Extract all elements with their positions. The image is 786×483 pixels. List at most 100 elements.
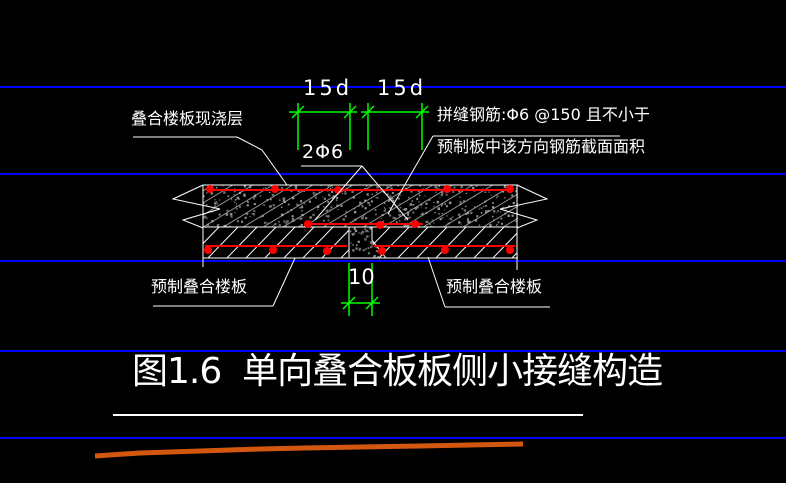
hatch-line [548,225,582,260]
concrete-speckle [497,210,499,212]
concrete-speckle [462,200,465,203]
concrete-speckle [392,216,395,219]
precast-right-label: 预制叠合楼板 [446,277,543,296]
concrete-speckle [364,207,367,210]
concrete-speckle [459,201,462,204]
concrete-speckle [484,210,488,213]
concrete-speckle [368,202,370,205]
concrete-speckle [377,197,379,199]
concrete-speckle [496,197,498,199]
concrete-speckle [422,188,425,190]
concrete-speckle [376,185,379,189]
concrete-speckle [515,220,517,222]
concrete-speckle [264,187,266,189]
concrete-speckle [364,199,367,202]
concrete-speckle [460,223,462,225]
concrete-speckle [301,206,304,209]
concrete-speckle [337,209,339,211]
concrete-speckle [244,216,247,219]
concrete-speckle [457,213,461,216]
concrete-speckle [219,199,221,201]
concrete-speckle [203,202,205,204]
concrete-speckle [445,205,448,208]
concrete-speckle [327,185,330,187]
hatch-line [482,205,518,227]
hatch-line [245,227,277,258]
concrete-speckle [328,209,331,211]
concrete-speckle [387,193,389,196]
concrete-speckle [379,243,382,246]
concrete-speckle [251,212,254,215]
dim-tick [361,105,375,119]
ruled-line-2 [0,173,786,175]
concrete-speckle [336,196,339,199]
concrete-speckle [317,205,320,209]
concrete-speckle [301,210,303,212]
concrete-speckle [371,193,373,195]
concrete-speckle [314,196,317,199]
concrete-speckle [367,252,371,255]
concrete-speckle [344,192,347,195]
concrete-speckle [323,197,326,200]
concrete-speckle [517,195,518,199]
rebar-dot [506,246,514,254]
concrete-speckle [480,212,483,214]
leader-lines [113,135,620,416]
concrete-speckle [517,203,518,206]
concrete-speckle [227,195,230,198]
ruled-line-1 [0,86,786,88]
concrete-speckle [501,222,503,225]
concrete-speckle [286,220,289,223]
precast-left-label: 预制叠合楼板 [151,277,248,296]
concrete-speckle [474,206,476,208]
concrete-speckle [352,244,354,246]
concrete-speckle [380,230,382,232]
concrete-speckle [489,224,492,227]
break-symbol-right [499,184,549,229]
concrete-speckle [364,187,366,190]
concrete-speckle [243,185,246,188]
hatch-line [168,225,202,260]
concrete-speckle [272,204,275,207]
concrete-speckle [466,211,470,215]
concrete-speckle [505,208,507,210]
concrete-speckle [292,196,295,200]
dim-text-joint-width: 10 [348,265,375,289]
hatch-line [168,225,202,260]
concrete-speckle [249,216,251,218]
concrete-speckle [351,190,354,193]
concrete-speckle [358,247,362,251]
concrete-speckle [353,232,356,235]
hatch-line [264,227,296,258]
concrete-speckle [361,204,363,206]
concrete-speckle [323,206,325,208]
concrete-speckle [269,191,271,193]
concrete-speckle [426,220,429,223]
concrete-speckle [353,208,356,210]
concrete-speckle [425,202,428,205]
concrete-speckle [218,213,221,216]
hatch-line [502,217,518,227]
note-leader [387,135,434,215]
slab-outline [171,184,549,270]
concrete-speckle [210,192,213,195]
concrete-speckle [383,209,386,212]
concrete-speckle [230,213,232,215]
concrete-speckle [351,233,355,236]
concrete-speckle [444,203,446,205]
concrete-speckle [271,193,275,197]
concrete-speckle [361,230,365,234]
break-symbol-left [171,184,221,229]
concrete-speckle [322,219,325,222]
concrete-speckle [496,224,498,226]
concrete-speckle [238,205,241,208]
concrete-speckle [230,215,233,218]
rebar-dot [411,220,419,228]
concrete-speckle [231,198,233,200]
concrete-speckle [421,212,424,215]
concrete-speckle [433,201,435,203]
concrete-speckle [371,245,373,248]
concrete-speckle [357,240,360,243]
concrete-speckle [367,231,369,233]
concrete-speckle [441,191,444,194]
